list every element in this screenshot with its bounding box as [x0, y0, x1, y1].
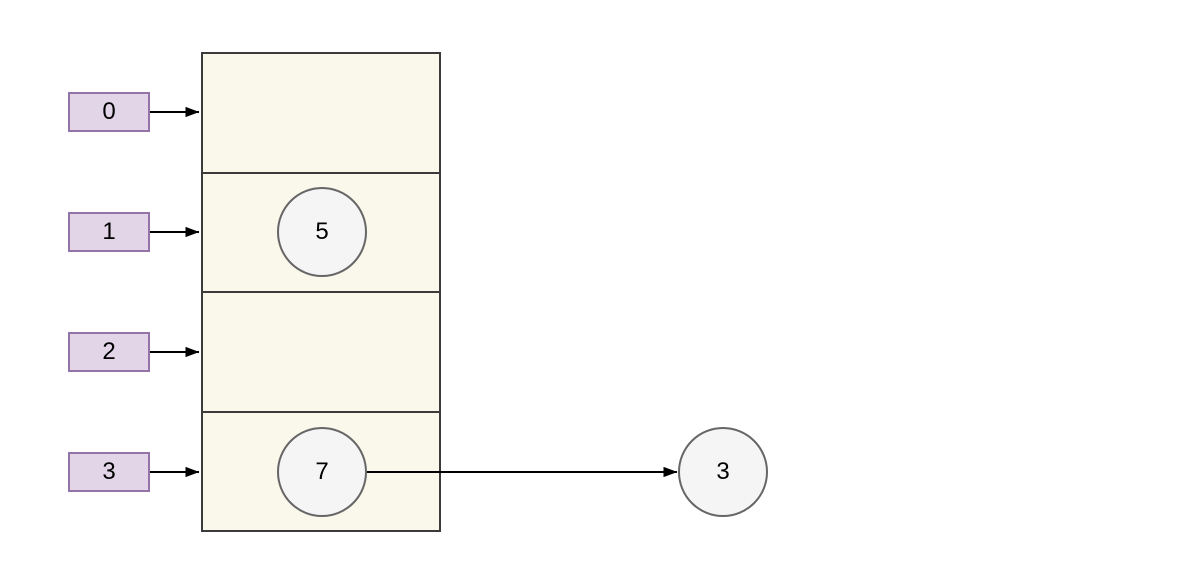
node-circle-5: 5 — [277, 187, 367, 277]
bucket-cell-2 — [203, 293, 439, 413]
node-value: 5 — [315, 218, 329, 245]
node-circle-3: 3 — [678, 427, 768, 517]
node-value: 7 — [315, 458, 329, 485]
index-label: 0 — [102, 98, 116, 125]
bucket-cell-1 — [203, 174, 439, 293]
node-circle-7: 7 — [277, 427, 367, 517]
index-label: 3 — [102, 458, 116, 485]
index-box-3: 3 — [68, 452, 150, 492]
index-box-0: 0 — [68, 92, 150, 132]
index-box-2: 2 — [68, 332, 150, 372]
node-value: 3 — [716, 458, 730, 485]
bucket-cell-0 — [203, 54, 439, 174]
index-box-1: 1 — [68, 212, 150, 252]
index-label: 2 — [102, 338, 116, 365]
index-label: 1 — [102, 218, 116, 245]
